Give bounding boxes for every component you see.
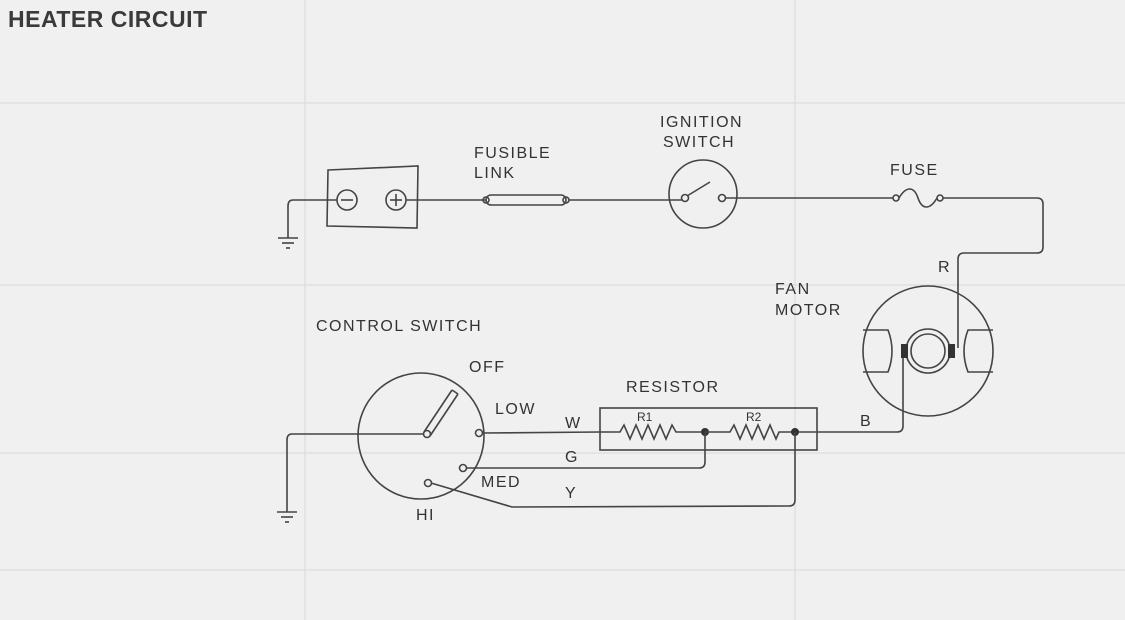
wire-y-label: Y	[565, 485, 577, 502]
resistor	[599, 407, 818, 451]
terminal-hi	[423, 478, 433, 488]
wire-w-label: W	[565, 415, 582, 432]
terminal-low	[474, 428, 484, 438]
med-label: MED	[481, 474, 521, 491]
fusible-link	[482, 194, 570, 206]
control-switch-label: CONTROL SWITCH	[316, 318, 482, 335]
wire-b-label: B	[860, 413, 872, 430]
ignition-switch-label-1: IGNITION	[660, 114, 743, 131]
battery	[326, 165, 419, 229]
wire-r-label: R	[938, 259, 951, 276]
wire-g-label: G	[565, 449, 579, 466]
fuse-label: FUSE	[890, 162, 939, 179]
wire-y	[430, 432, 796, 508]
fan-motor-label-1: FAN	[775, 281, 811, 298]
wire-g	[466, 432, 706, 469]
fan-motor-label-2: MOTOR	[775, 302, 842, 319]
terminal-med	[458, 463, 468, 473]
hi-label: HI	[416, 507, 435, 524]
wire-r	[943, 197, 1044, 348]
off-label: OFF	[469, 359, 506, 376]
resistor-r1	[600, 422, 705, 442]
resistor-r2	[705, 422, 817, 442]
ignition-switch-label-2: SWITCH	[663, 134, 735, 151]
wire-w	[481, 431, 601, 434]
fusible-link-label-2: LINK	[474, 165, 516, 182]
fuse	[892, 188, 944, 208]
resistor-label: RESISTOR	[626, 379, 720, 396]
r1-label: R1	[637, 410, 653, 424]
low-label: LOW	[495, 401, 536, 418]
ground-symbol-control-switch	[277, 433, 424, 523]
wire-b	[817, 358, 904, 433]
control-switch	[357, 372, 485, 500]
r2-label: R2	[746, 410, 762, 424]
page-title: HEATER CIRCUIT	[8, 6, 208, 32]
ground-symbol-battery	[278, 199, 337, 249]
fusible-link-label-1: FUSIBLE	[474, 145, 551, 162]
ignition-switch	[668, 159, 738, 229]
fan-motor	[862, 285, 994, 417]
